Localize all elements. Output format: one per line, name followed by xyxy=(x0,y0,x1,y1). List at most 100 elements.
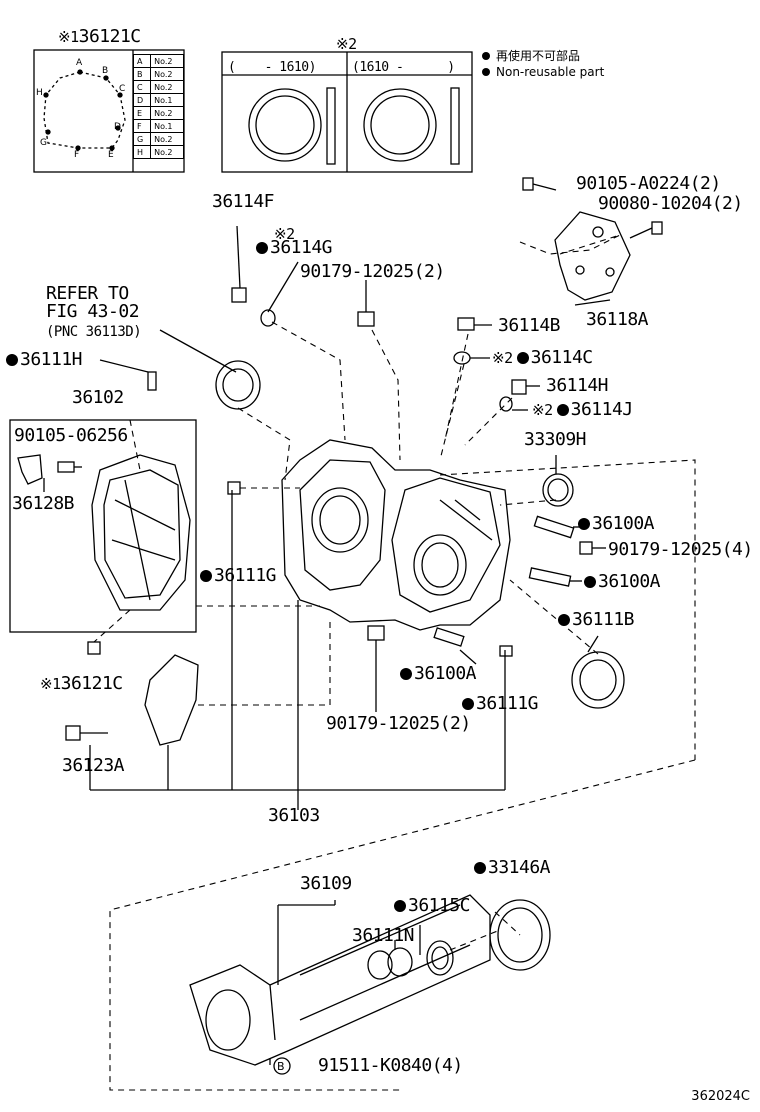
table-cell: E xyxy=(132,106,152,120)
part-36111G-1[interactable]: 36111G xyxy=(200,566,277,586)
part-36128B[interactable]: 36128B xyxy=(12,493,75,514)
table-cell: G xyxy=(132,132,152,146)
note-mark-1: ※1 xyxy=(58,28,79,46)
part-36102[interactable]: 36102 xyxy=(72,387,124,408)
part-90105-06256[interactable]: 90105-06256 xyxy=(14,425,128,446)
pattern-letter-b: B xyxy=(102,66,109,76)
part-90179-12025-2a[interactable]: 90179-12025(2) xyxy=(300,261,445,282)
part-label: 36111B xyxy=(572,609,635,630)
part-36111B[interactable]: 36111B xyxy=(558,609,635,630)
non-reusable-dot-icon xyxy=(256,242,268,254)
part-36111G-2[interactable]: 36111G xyxy=(462,693,539,714)
table-cell: F xyxy=(132,119,152,133)
marker-b: B xyxy=(277,1060,285,1073)
part-label: 36100A xyxy=(592,513,655,534)
non-reusable-dot-icon xyxy=(394,900,406,912)
table-cell: No.1 xyxy=(150,119,184,133)
note-mark-2: ※2 xyxy=(274,225,295,243)
part-36114H[interactable]: 36114H xyxy=(546,375,609,396)
seal-range-right: (1610 - ) xyxy=(352,60,455,75)
part-91511-K0840[interactable]: 91511-K0840(4) xyxy=(318,1055,463,1076)
table-cell: B xyxy=(132,67,152,81)
inset-title: ※136121C xyxy=(58,27,141,47)
table-cell: H xyxy=(132,145,152,159)
part-33146A[interactable]: 33146A xyxy=(474,857,551,878)
table-cell: No.2 xyxy=(150,145,184,159)
pattern-letter-g: G xyxy=(40,138,47,148)
note-mark-2: ※2 xyxy=(532,401,553,419)
part-label: 33146A xyxy=(488,857,551,878)
diagram-id: 362024C xyxy=(691,1089,750,1104)
table-cell: No.1 xyxy=(150,93,184,107)
part-90179-12025-2b[interactable]: 90179-12025(2) xyxy=(326,713,471,734)
part-label: 36121C xyxy=(60,673,124,694)
legend-text-jp: 再使用不可部品 xyxy=(496,49,581,63)
pattern-letter-a: A xyxy=(76,58,83,68)
refer-line-2[interactable]: FIG 43-02 xyxy=(46,301,140,322)
part-36111N[interactable]: 36111N xyxy=(352,925,415,946)
part-36115C[interactable]: 36115C xyxy=(394,895,471,916)
part-36111H[interactable]: 36111H xyxy=(6,349,83,370)
part-90105-A0224[interactable]: 90105-A0224(2) xyxy=(576,173,721,194)
part-36100A-1[interactable]: 36100A xyxy=(578,513,655,534)
legend-text-en: Non-reusable part xyxy=(496,65,605,79)
table-cell: No.2 xyxy=(150,106,184,120)
part-36121C[interactable]: ※136121C xyxy=(40,674,123,694)
part-36103[interactable]: 36103 xyxy=(268,805,320,826)
non-reusable-dot-icon xyxy=(558,614,570,626)
table-cell: No.2 xyxy=(150,80,184,94)
refer-line-1: REFER TO xyxy=(46,283,129,304)
part-36118A[interactable]: 36118A xyxy=(586,309,649,330)
part-90080-10204[interactable]: 90080-10204(2) xyxy=(598,193,743,214)
pattern-letter-e: E xyxy=(108,150,114,160)
part-36100A-2[interactable]: 36100A xyxy=(584,572,661,592)
part-36114B[interactable]: 36114B xyxy=(498,315,561,336)
part-90179-12025-4[interactable]: 90179-12025(4) xyxy=(608,539,753,560)
pattern-letter-d: D xyxy=(114,122,121,132)
non-reusable-dot-icon xyxy=(474,862,486,874)
note-mark-1: ※1 xyxy=(40,675,61,693)
cover-group-frame xyxy=(9,419,197,633)
legend-row-en: Non-reusable part xyxy=(482,64,604,80)
seal-note-mark: ※2 xyxy=(336,35,357,53)
part-label: 36114G xyxy=(270,237,333,258)
part-36109[interactable]: 36109 xyxy=(300,873,352,894)
bullet-icon xyxy=(482,52,490,60)
legend: 再使用不可部品 Non-reusable part xyxy=(482,48,604,80)
part-label: 36114C xyxy=(530,347,594,368)
part-label: 36111H xyxy=(20,349,83,370)
part-36114J[interactable]: ※2 36114J xyxy=(532,400,633,420)
non-reusable-dot-icon xyxy=(578,518,590,530)
part-33309H[interactable]: 33309H xyxy=(524,429,587,450)
non-reusable-dot-icon xyxy=(400,668,412,680)
refer-line-3: (PNC 36113D) xyxy=(46,324,142,340)
part-36114F[interactable]: 36114F xyxy=(212,191,275,212)
bullet-icon xyxy=(482,68,490,76)
part-label: 36111G xyxy=(476,693,539,714)
bolt-pattern-inset-frame xyxy=(33,49,185,173)
pattern-letter-f: F xyxy=(74,150,80,160)
part-label: 36114J xyxy=(570,399,634,420)
inset-part-number[interactable]: 36121C xyxy=(78,26,142,47)
seal-range-left: ( - 1610) xyxy=(228,60,316,75)
table-cell: No.2 xyxy=(150,67,184,81)
table-cell: C xyxy=(132,80,152,94)
part-label: 36100A xyxy=(414,663,477,684)
part-label: 36115C xyxy=(408,895,471,916)
part-36123A[interactable]: 36123A xyxy=(62,755,125,776)
non-reusable-dot-icon xyxy=(516,352,529,364)
non-reusable-dot-icon xyxy=(584,576,596,588)
table-cell: No.2 xyxy=(150,132,184,146)
non-reusable-dot-icon xyxy=(6,354,18,366)
part-36100A-3[interactable]: 36100A xyxy=(400,663,477,684)
